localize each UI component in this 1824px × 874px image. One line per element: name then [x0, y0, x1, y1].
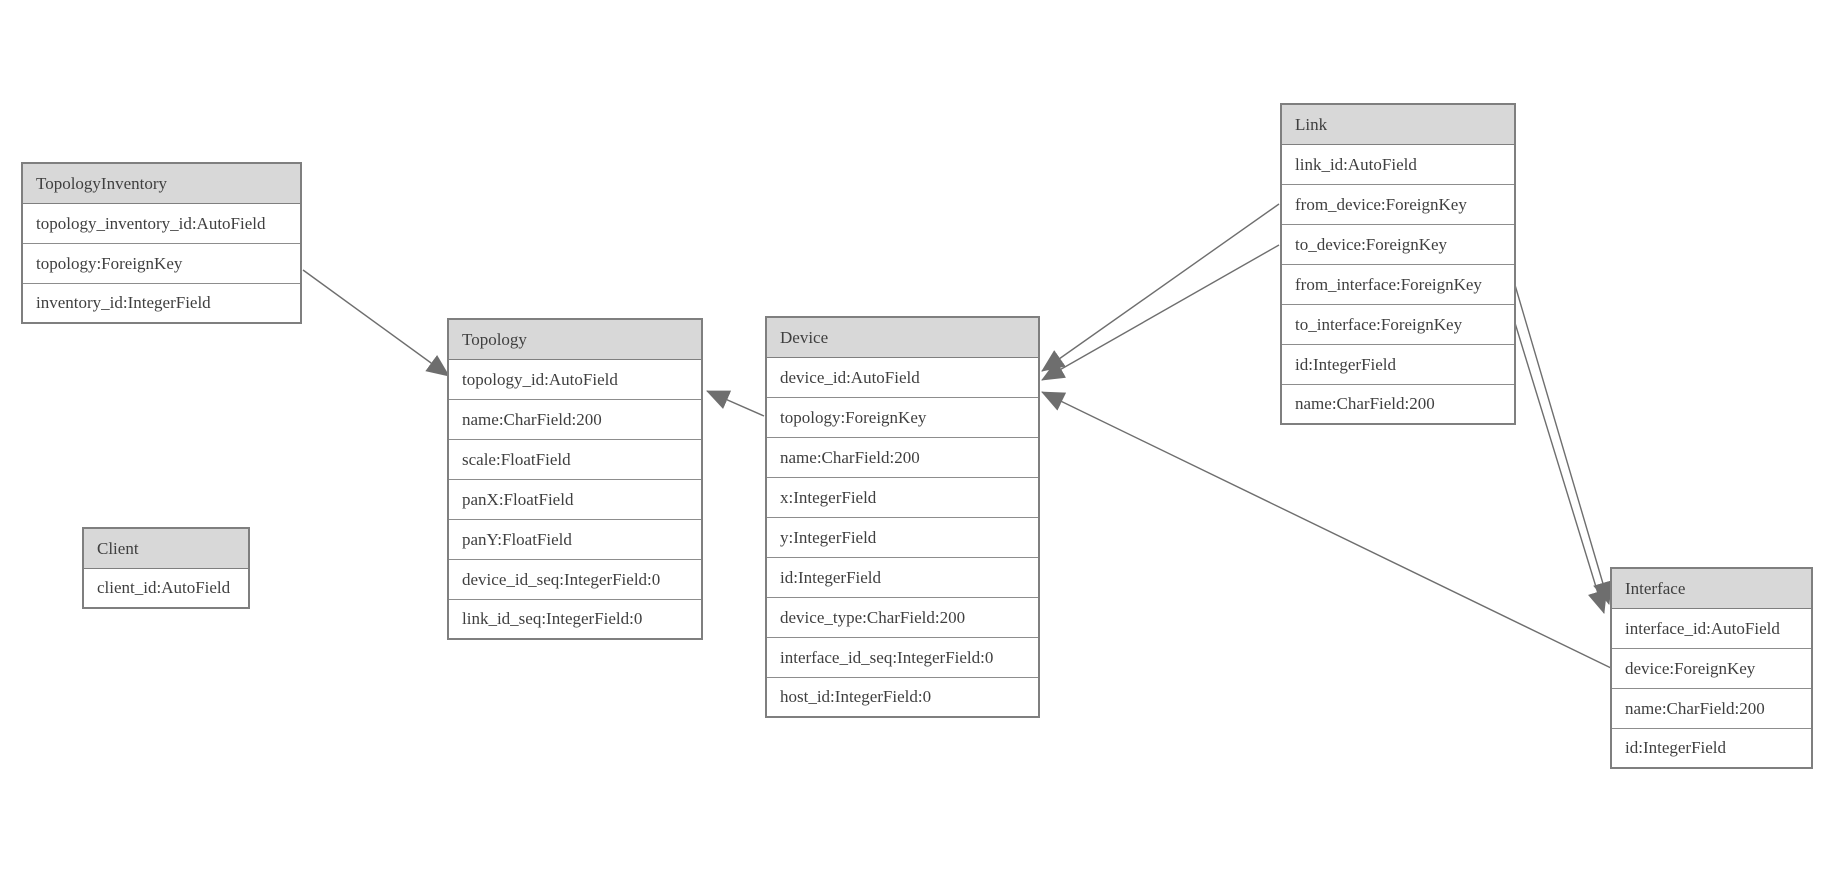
connector-Link.from_interface-to-Interface: [1514, 284, 1613, 605]
entity-header: Link: [1282, 105, 1514, 145]
connector-Link.from_device-to-Device: [1041, 203, 1280, 372]
entity-header: Interface: [1612, 569, 1811, 609]
entity-topologyinventory: TopologyInventory topology_inventory_id:…: [21, 162, 302, 324]
entity-field-row: link_id_seq:IntegerField:0: [449, 600, 701, 638]
connector-Link.to_interface-to-Interface: [1514, 322, 1608, 614]
connector-Link.to_device-to-Device: [1041, 244, 1280, 381]
entity-field-row: to_interface:ForeignKey: [1282, 305, 1514, 345]
entity-field-row: interface_id_seq:IntegerField:0: [767, 638, 1038, 678]
entity-field-row: topology_id:AutoField: [449, 360, 701, 400]
entity-field-row: topology:ForeignKey: [767, 398, 1038, 438]
entity-field-row: from_interface:ForeignKey: [1282, 265, 1514, 305]
entity-topology: Topology topology_id:AutoField name:Char…: [447, 318, 703, 640]
entity-header: Client: [84, 529, 248, 569]
entity-field-row: panX:FloatField: [449, 480, 701, 520]
entity-field-row: interface_id:AutoField: [1612, 609, 1811, 649]
entity-field-row: y:IntegerField: [767, 518, 1038, 558]
entity-field-row: topology:ForeignKey: [23, 244, 300, 284]
entity-field-row: device_id_seq:IntegerField:0: [449, 560, 701, 600]
entity-field-row: id:IntegerField: [1282, 345, 1514, 385]
entity-field-row: panY:FloatField: [449, 520, 701, 560]
entity-field-row: device:ForeignKey: [1612, 649, 1811, 689]
connector-TopologyInventory.topology-to-Topology: [302, 269, 450, 377]
entity-field-row: name:CharField:200: [449, 400, 701, 440]
entity-field-row: id:IntegerField: [1612, 729, 1811, 767]
entity-field-row: topology_inventory_id:AutoField: [23, 204, 300, 244]
entity-field-row: to_device:ForeignKey: [1282, 225, 1514, 265]
entity-field-row: name:CharField:200: [767, 438, 1038, 478]
entity-client: Client client_id:AutoField: [82, 527, 250, 609]
entity-field-row: client_id:AutoField: [84, 569, 248, 607]
entity-field-row: link_id:AutoField: [1282, 145, 1514, 185]
entity-device: Device device_id:AutoField topology:Fore…: [765, 316, 1040, 718]
entity-field-row: x:IntegerField: [767, 478, 1038, 518]
entity-header: TopologyInventory: [23, 164, 300, 204]
entity-field-row: from_device:ForeignKey: [1282, 185, 1514, 225]
connector-Interface.device-to-Device: [1041, 391, 1612, 669]
connector-Device.topology-to-Topology: [706, 390, 765, 417]
entity-interface: Interface interface_id:AutoField device:…: [1610, 567, 1813, 769]
entity-header: Device: [767, 318, 1038, 358]
entity-header: Topology: [449, 320, 701, 360]
entity-field-row: name:CharField:200: [1282, 385, 1514, 423]
entity-field-row: host_id:IntegerField:0: [767, 678, 1038, 716]
entity-link: Link link_id:AutoField from_device:Forei…: [1280, 103, 1516, 425]
entity-field-row: device_type:CharField:200: [767, 598, 1038, 638]
entity-field-row: inventory_id:IntegerField: [23, 284, 300, 322]
entity-field-row: scale:FloatField: [449, 440, 701, 480]
entity-field-row: device_id:AutoField: [767, 358, 1038, 398]
entity-field-row: id:IntegerField: [767, 558, 1038, 598]
entity-field-row: name:CharField:200: [1612, 689, 1811, 729]
